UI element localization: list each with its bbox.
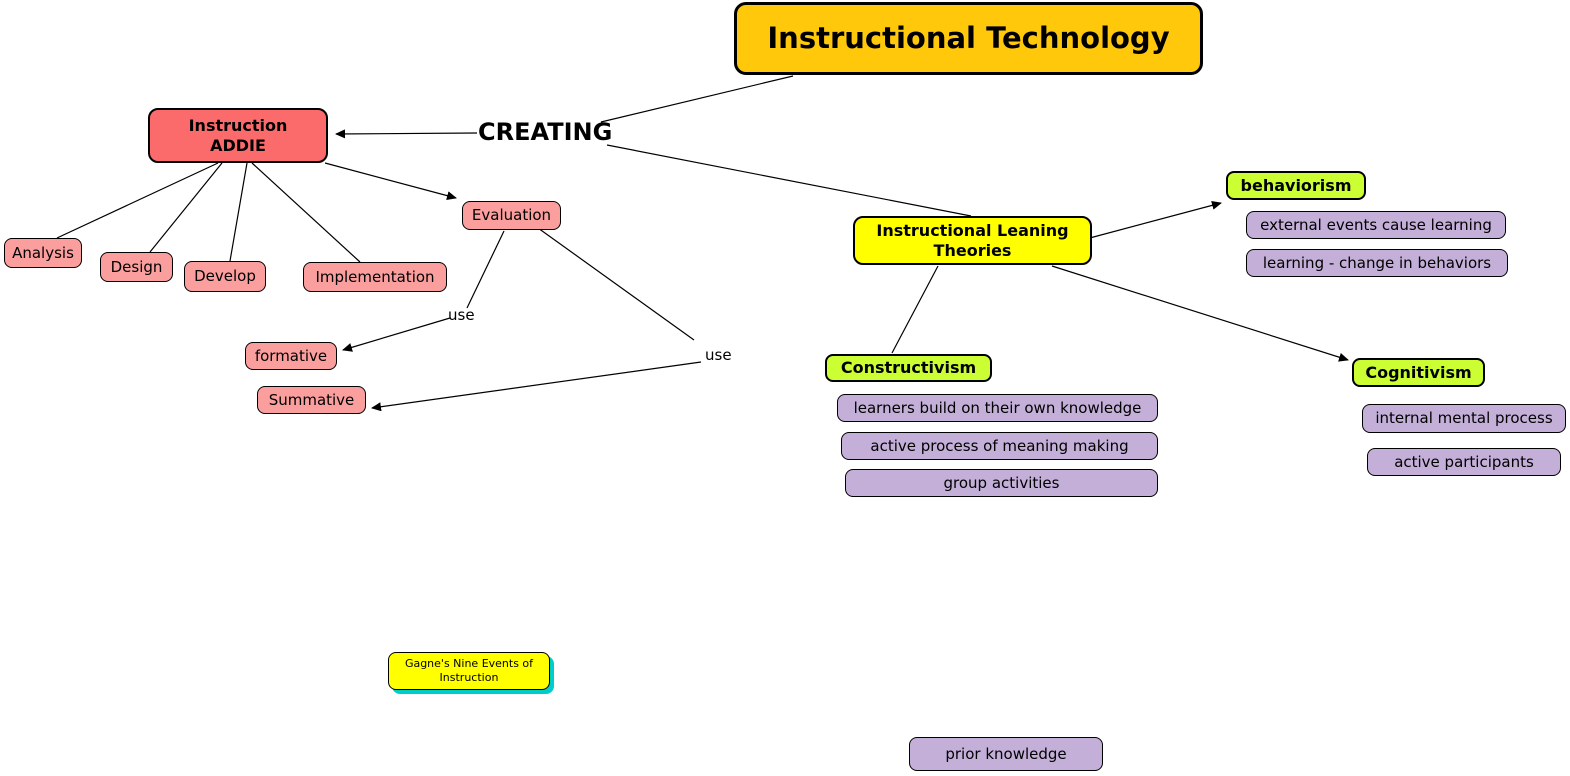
node-instructional-leaning-theories[interactable]: Instructional Leaning Theories bbox=[853, 216, 1092, 265]
node-implementation[interactable]: Implementation bbox=[303, 262, 447, 292]
link-label-use-summative[interactable]: use bbox=[705, 346, 732, 364]
node-summative[interactable]: Summative bbox=[257, 386, 366, 414]
link-label-use-formative[interactable]: use bbox=[448, 306, 475, 324]
node-develop[interactable]: Develop bbox=[184, 261, 266, 292]
node-group-activities[interactable]: group activities bbox=[845, 469, 1158, 497]
node-gagnes-nine-events[interactable]: Gagne's Nine Events of Instruction bbox=[388, 652, 550, 690]
node-instructional-technology[interactable]: Instructional Technology bbox=[734, 2, 1203, 75]
node-external-events-cause-learning[interactable]: external events cause learning bbox=[1246, 211, 1506, 239]
node-learning-change-in-behaviors[interactable]: learning - change in behaviors bbox=[1246, 249, 1508, 277]
node-prior-knowledge[interactable]: prior knowledge bbox=[909, 737, 1103, 771]
link-label-creating[interactable]: CREATING bbox=[478, 118, 613, 146]
node-internal-mental-process[interactable]: internal mental process bbox=[1362, 404, 1566, 433]
node-evaluation[interactable]: Evaluation bbox=[462, 201, 561, 230]
node-learners-build-on-knowledge[interactable]: learners build on their own knowledge bbox=[837, 394, 1158, 422]
node-constructivism[interactable]: Constructivism bbox=[825, 354, 992, 382]
node-analysis[interactable]: Analysis bbox=[4, 238, 82, 268]
node-formative[interactable]: formative bbox=[245, 342, 337, 370]
node-behaviorism[interactable]: behaviorism bbox=[1226, 171, 1366, 200]
node-cognitivism[interactable]: Cognitivism bbox=[1352, 358, 1485, 387]
node-active-participants[interactable]: active participants bbox=[1367, 448, 1561, 476]
node-instruction-addie[interactable]: Instruction ADDIE bbox=[148, 108, 328, 163]
node-design[interactable]: Design bbox=[100, 252, 173, 282]
node-active-process-meaning-making[interactable]: active process of meaning making bbox=[841, 432, 1158, 460]
